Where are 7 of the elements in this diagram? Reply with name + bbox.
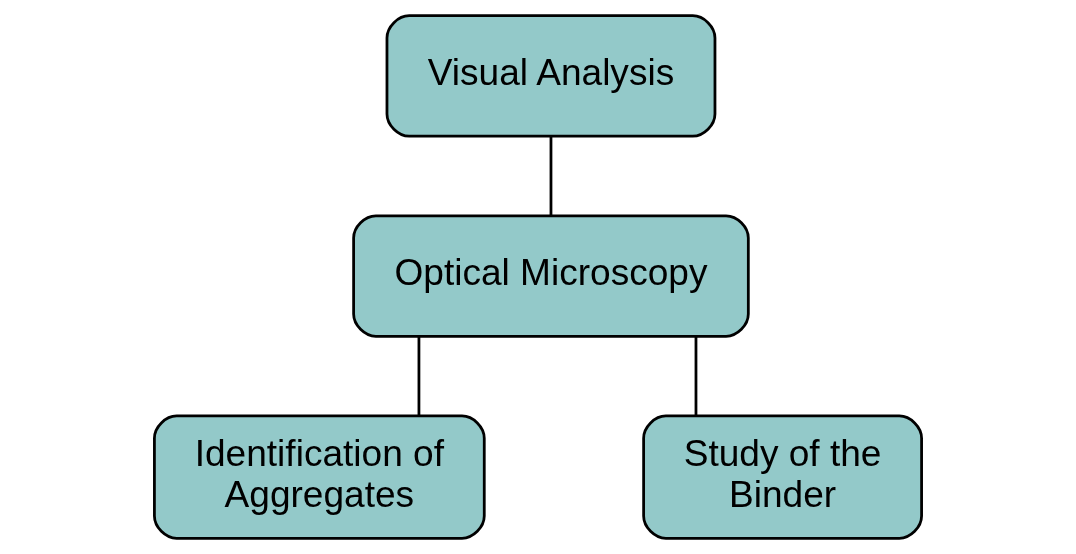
node-box: Identification of Aggregates [153, 414, 486, 540]
node-box: Study of the Binder [642, 414, 923, 540]
node-box: Optical Microscopy [352, 214, 750, 338]
connector [694, 336, 698, 416]
connector [549, 136, 553, 216]
node-box: Visual Analysis [385, 14, 717, 138]
connector [417, 336, 421, 416]
